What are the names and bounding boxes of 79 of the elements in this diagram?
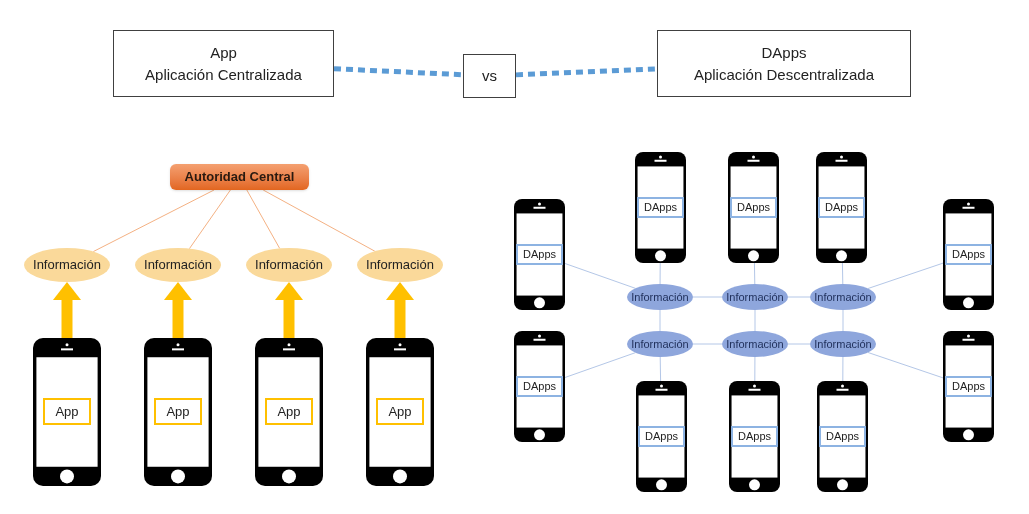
connector-line <box>842 309 844 332</box>
connector-line <box>188 189 231 250</box>
dapp-box <box>516 244 563 265</box>
node-title: DApps <box>645 429 678 445</box>
node-title: App <box>388 402 412 421</box>
dotted-line <box>515 66 658 78</box>
connector-line <box>754 356 756 382</box>
connector-line <box>564 352 636 378</box>
connector-line <box>659 309 661 332</box>
node-title: Información <box>726 289 784 305</box>
connector-line <box>692 296 723 298</box>
node-title: Información <box>255 256 323 275</box>
node-title: Información <box>33 256 101 275</box>
dapp-box <box>638 426 685 447</box>
node-title: Información <box>631 289 689 305</box>
node-subtitle: Aplicación Centralizada <box>145 64 302 85</box>
node-title: DApps <box>761 42 807 63</box>
node-title: App <box>166 402 190 421</box>
dapp-box <box>819 426 866 447</box>
dotted-line <box>333 66 464 78</box>
label-box <box>463 54 516 98</box>
connector-line <box>92 189 215 253</box>
connector-line <box>692 343 723 345</box>
label-box <box>657 30 911 97</box>
dapp-box <box>731 426 778 447</box>
node-title: Información <box>144 256 212 275</box>
node-title: DApps <box>644 200 677 216</box>
app-box <box>43 398 91 425</box>
dapp-box <box>730 197 777 218</box>
node-title: DApps <box>952 247 985 263</box>
connector-line <box>841 262 844 285</box>
node-title: DApps <box>737 200 770 216</box>
app-box <box>376 398 424 425</box>
node-title: App <box>55 402 79 421</box>
connector-line <box>659 356 662 382</box>
block-arrow <box>164 282 192 338</box>
connector-line <box>659 262 661 285</box>
node-title: DApps <box>738 429 771 445</box>
node-title: DApps <box>523 247 556 263</box>
block-arrow <box>275 282 303 338</box>
dapp-box <box>945 244 992 265</box>
dapp-box <box>818 197 865 218</box>
block-arrow <box>53 282 81 338</box>
label-box <box>113 30 334 97</box>
dapp-box <box>945 376 992 397</box>
node-title: Información <box>726 336 784 352</box>
node-title: DApps <box>952 379 985 395</box>
node-title: DApps <box>825 200 858 216</box>
node-title: App <box>210 42 237 63</box>
connector-line <box>754 309 756 332</box>
block-arrow <box>386 282 414 338</box>
app-box <box>265 398 313 425</box>
connector-line <box>753 262 756 285</box>
connector-line <box>564 263 636 289</box>
node-title: DApps <box>826 429 859 445</box>
connector-line <box>867 351 944 379</box>
dapp-box <box>637 197 684 218</box>
node-title: Autoridad Central <box>184 168 295 187</box>
connector-line <box>867 262 944 290</box>
node-title: App <box>277 402 301 421</box>
authority-box <box>170 164 309 190</box>
app-box <box>154 398 202 425</box>
node-title: Información <box>814 289 872 305</box>
node-title: Información <box>814 336 872 352</box>
info-ellipse <box>810 331 876 357</box>
node-title: DApps <box>523 379 556 395</box>
connector-line <box>842 356 844 382</box>
node-title: vs <box>482 66 497 86</box>
info-ellipse <box>627 284 693 310</box>
connector-line <box>262 189 376 252</box>
info-ellipse <box>627 331 693 357</box>
info-ellipse <box>810 284 876 310</box>
connector-line <box>246 189 281 249</box>
node-subtitle: Aplicación Descentralizada <box>693 64 875 85</box>
dapp-box <box>516 376 563 397</box>
connector-line <box>787 343 811 345</box>
node-title: Información <box>366 256 434 275</box>
connector-line <box>787 296 811 298</box>
node-title: Información <box>631 336 689 352</box>
